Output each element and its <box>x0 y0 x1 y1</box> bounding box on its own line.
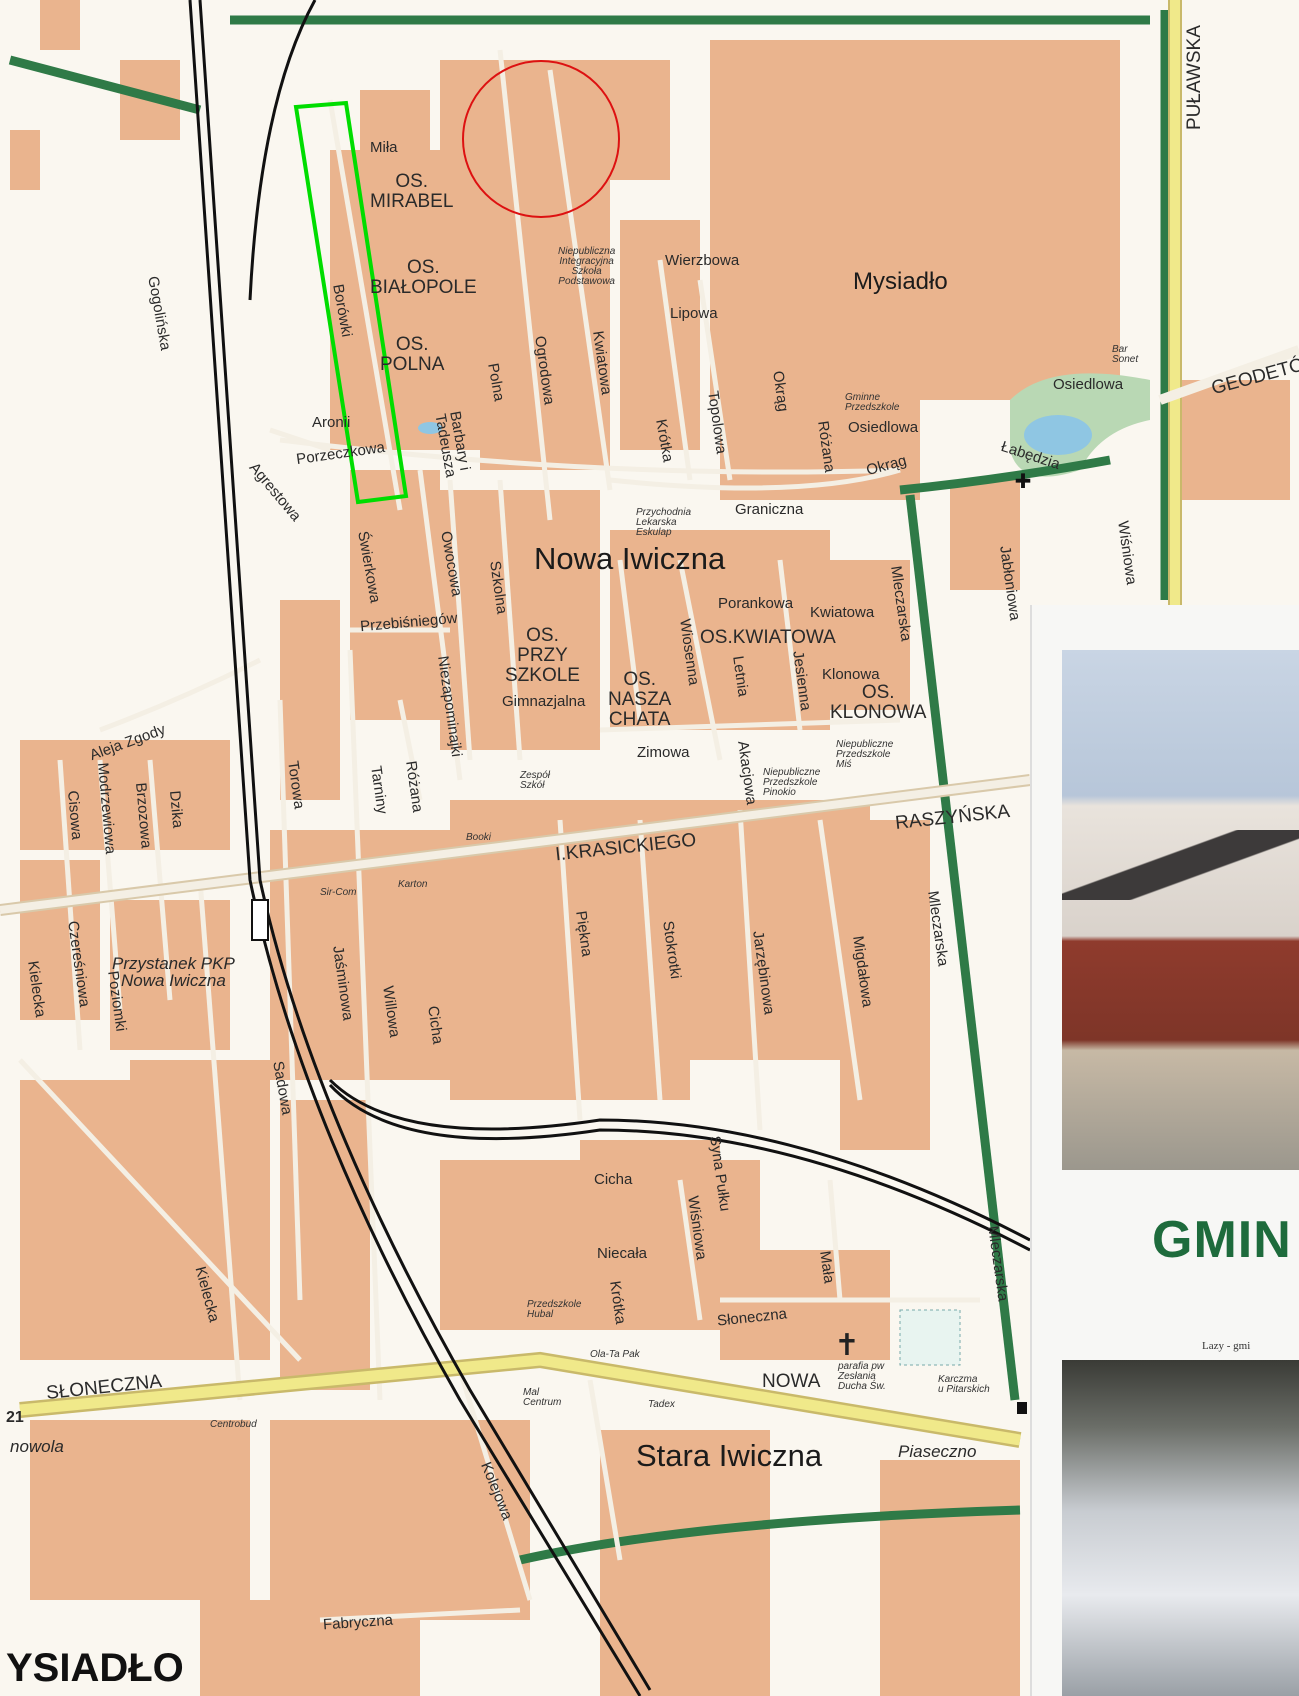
station-marker <box>251 899 269 941</box>
street-kwiatowa-2: Kwiatowa <box>810 604 875 621</box>
direction-piaseczno: Piaseczno <box>898 1442 977 1461</box>
built-up-areas <box>10 0 1290 1696</box>
street-pulawska: PUŁAWSKA <box>1184 25 1205 130</box>
poi-ola-ta-pak: Ola-Ta Pak <box>590 1349 640 1360</box>
estate-klonowa: OS. KLONOWA <box>830 682 927 723</box>
poi-kindergarten-3: Niepubliczne Przedszkole Pinokio <box>763 767 821 798</box>
small-pond <box>418 422 442 434</box>
street-osiedlowa-2: Osiedlowa <box>848 419 919 436</box>
street-mala: Mała <box>816 1249 838 1285</box>
street-gimnazjalna: Gimnazjalna <box>502 693 586 710</box>
street-nowa: NOWA <box>762 1371 821 1392</box>
street-aronii: Aronii <box>312 414 351 431</box>
cemetery-icon <box>899 1309 961 1366</box>
poi-kindergarten-1: Gminne Przedszkole <box>845 392 900 413</box>
place-nowa-iwiczna: Nowa Iwiczna <box>534 541 726 576</box>
poi-karton: Karton <box>398 879 428 890</box>
poi-sir-com: Sir-Com <box>320 887 357 898</box>
direction-nowola: nowola <box>10 1437 64 1456</box>
bus-stop-icon <box>1017 1402 1027 1414</box>
highlight-circle <box>462 60 620 218</box>
estate-mirabel: OS. MIRABEL <box>370 171 454 212</box>
interior-photo <box>1062 1360 1299 1696</box>
street-cicha-2: Cicha <box>594 1171 633 1188</box>
corner-mysiadlo: YSIADŁO <box>6 1646 184 1690</box>
pond <box>1024 415 1092 455</box>
poi-bar: Bar Sonet <box>1112 344 1139 365</box>
estate-nasza-chata: OS. NASZA CHATA <box>608 669 672 730</box>
poi-booki: Booki <box>466 832 492 843</box>
poi-school: Niepubliczna Integracyjna Szkoła Podstaw… <box>558 246 616 287</box>
street-lipowa: Lipowa <box>670 305 718 322</box>
brochure-caption: Lazy - gmi <box>1202 1340 1251 1352</box>
street-mila: Miła <box>370 139 398 156</box>
street-wierzbowa: Wierzbowa <box>665 252 740 269</box>
street-klonowa: Klonowa <box>822 666 880 683</box>
houses-photo <box>1062 650 1299 1170</box>
place-mysiadlo: Mysiadło <box>853 268 948 295</box>
street-niecala: Niecała <box>597 1245 648 1262</box>
route-number: 21 <box>6 1409 24 1426</box>
church-cross-icon: ✝ <box>834 1329 859 1362</box>
gmina-boundary <box>8 10 1170 1565</box>
poi-parish: parafia pw Zesłania Ducha Św. <box>838 1361 886 1392</box>
streets <box>18 49 980 1623</box>
poi-centrobud: Centrobud <box>210 1419 257 1430</box>
place-stara-iwiczna: Stara Iwiczna <box>636 1438 823 1473</box>
church-cross-icon-2: ✚ <box>1015 471 1032 493</box>
estate-kwiatowa: OS.KWIATOWA <box>700 627 836 648</box>
poi-kindergarten-4: Przedszkole Hubal <box>527 1299 582 1320</box>
street-cisowa: Cisowa <box>64 789 86 841</box>
poi-mal-centrum: Mal Centrum <box>523 1387 562 1408</box>
street-graniczna: Graniczna <box>735 501 804 518</box>
main-roads <box>0 0 1299 1448</box>
street-dzika: Dzika <box>166 789 187 829</box>
estate-polna: OS. POLNA <box>380 334 445 375</box>
poi-tadex: Tadex <box>648 1399 675 1410</box>
highlight-borowki <box>293 100 409 505</box>
poi-karczma: Karczma u Pitarskich <box>938 1374 990 1395</box>
station-label: Przystanek PKP Nowa Iwiczna <box>112 954 235 990</box>
street-porankowa: Porankowa <box>718 595 794 612</box>
brochure-panel: GMIN Lazy - gmi <box>1030 605 1299 1696</box>
street-zimowa: Zimowa <box>637 744 690 761</box>
estate-przy-szkole: OS. PRZY SZKOLE <box>505 625 580 686</box>
poi-clinic: Przychodnia Lekarska Eskulap <box>636 507 692 538</box>
street-osiedlowa: Osiedlowa <box>1053 376 1124 393</box>
poi-school-complex: Zespół Szkół <box>520 770 551 791</box>
brochure-title: GMIN <box>1152 1211 1292 1269</box>
poi-kindergarten-2: Niepubliczne Przedszkole Miś <box>836 739 894 770</box>
estate-bialopole: OS. BIAŁOPOLE <box>370 257 477 298</box>
